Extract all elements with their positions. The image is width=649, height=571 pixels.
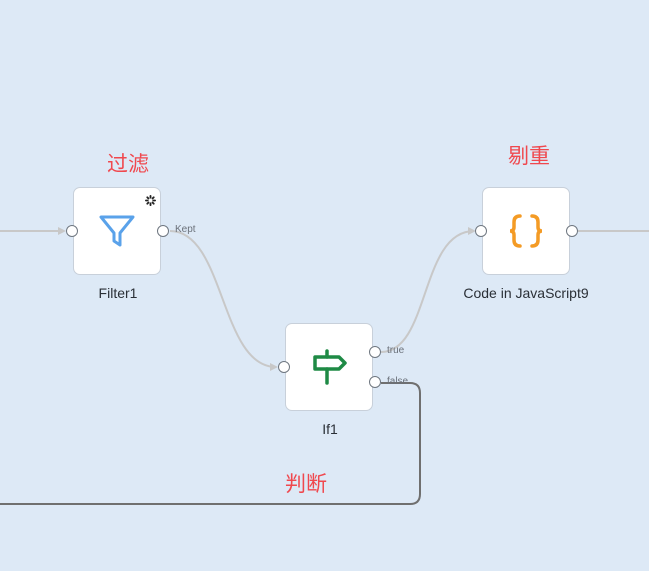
- spinner-icon: [145, 195, 156, 206]
- if-node-label: If1: [322, 421, 338, 437]
- code-input-port[interactable]: [475, 225, 487, 237]
- code-output-port[interactable]: [566, 225, 578, 237]
- annotation-dedupe: 剔重: [508, 144, 550, 168]
- if-output-port-true[interactable]: [369, 346, 381, 358]
- filter-output-port-kept[interactable]: [157, 225, 169, 237]
- filter-output-label: Kept: [175, 224, 196, 235]
- signpost-icon: [309, 347, 349, 387]
- connection-if-false-loop[interactable]: [0, 382, 421, 505]
- code-node-label: Code in JavaScript9: [463, 285, 589, 301]
- filter-node[interactable]: [73, 187, 161, 275]
- if-output-port-false[interactable]: [369, 376, 381, 388]
- funnel-icon: [97, 211, 137, 251]
- if-true-label: true: [387, 345, 405, 356]
- connection-filter-to-if[interactable]: [169, 230, 278, 371]
- code-node[interactable]: [482, 187, 570, 275]
- filter-node-label: Filter1: [98, 285, 138, 301]
- connection-if-true-to-code[interactable]: [380, 227, 476, 353]
- curly-braces-icon: [506, 211, 546, 251]
- annotation-branch: 判断: [285, 472, 327, 496]
- if-input-port[interactable]: [278, 361, 290, 373]
- filter-input-port[interactable]: [66, 225, 78, 237]
- annotation-filter: 过滤: [107, 152, 149, 176]
- if-false-label: false: [387, 376, 409, 387]
- if-node[interactable]: [285, 323, 373, 411]
